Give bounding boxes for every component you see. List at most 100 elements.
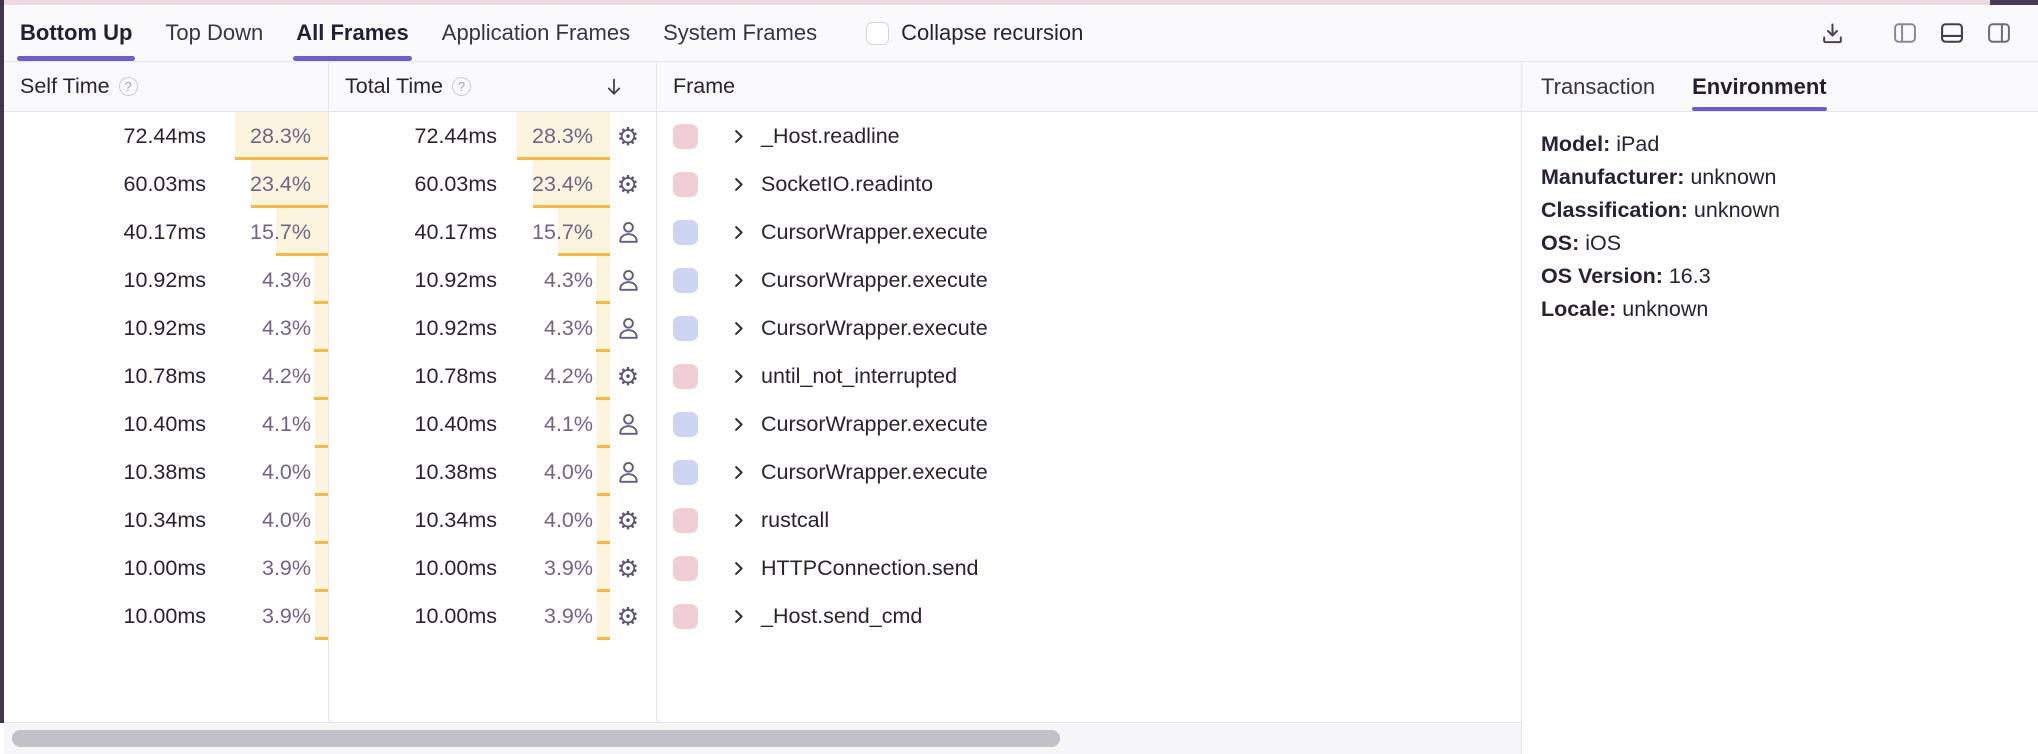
self-time-percent: 15.7% bbox=[250, 219, 311, 244]
detail-tab-transaction[interactable]: Transaction bbox=[1541, 73, 1656, 99]
detail-tab-environment[interactable]: Environment bbox=[1692, 62, 1828, 111]
chevron-right-icon[interactable] bbox=[727, 365, 750, 388]
self-time-cell: 60.03ms 23.4% bbox=[4, 160, 328, 208]
total-time-percent: 15.7% bbox=[532, 219, 593, 244]
chevron-right-icon[interactable] bbox=[727, 605, 750, 628]
self-time-cell: 10.92ms 4.3% bbox=[4, 304, 328, 352]
frame-color-swatch bbox=[673, 411, 698, 437]
total-time-cell: 10.34ms 4.0% ⚙ bbox=[328, 496, 656, 544]
total-time-value: 10.00ms bbox=[414, 555, 497, 580]
panel-bottom-icon[interactable] bbox=[1937, 18, 1967, 48]
detail-field-locale-: Locale: unknown bbox=[1541, 297, 1709, 321]
tab-all-frames[interactable]: All Frames bbox=[293, 5, 412, 61]
chevron-right-icon[interactable] bbox=[727, 413, 750, 436]
help-icon[interactable]: ? bbox=[451, 77, 471, 96]
frame-color-swatch bbox=[673, 315, 698, 341]
person-icon bbox=[607, 256, 649, 304]
table-row[interactable]: 10.40ms 4.1% 10.40ms 4.1% CursorWrapper.… bbox=[4, 400, 1521, 448]
total-time-percent: 4.0% bbox=[543, 459, 593, 484]
total-time-percent-bar bbox=[558, 208, 610, 256]
chevron-right-icon[interactable] bbox=[727, 317, 750, 340]
total-time-value: 10.78ms bbox=[414, 363, 497, 388]
table-row[interactable]: 10.38ms 4.0% 10.38ms 4.0% CursorWrapper.… bbox=[4, 448, 1521, 496]
tab-top-down[interactable]: Top Down bbox=[165, 20, 264, 45]
self-time-value: 10.92ms bbox=[123, 267, 206, 292]
total-time-percent: 4.3% bbox=[543, 315, 593, 340]
table-row[interactable]: 10.34ms 4.0% 10.34ms 4.0% ⚙ rustcall bbox=[4, 496, 1521, 544]
frame-name: CursorWrapper.execute bbox=[761, 267, 988, 292]
self-time-percent: 23.4% bbox=[250, 171, 311, 196]
gear-icon: ⚙ bbox=[616, 121, 640, 151]
chevron-right-icon[interactable] bbox=[727, 557, 750, 580]
chevron-right-icon[interactable] bbox=[727, 269, 750, 292]
panel-right-icon[interactable] bbox=[1984, 18, 2014, 48]
total-time-percent: 4.0% bbox=[543, 507, 593, 532]
self-time-percent: 3.9% bbox=[261, 603, 311, 628]
frame-name: CursorWrapper.execute bbox=[761, 411, 988, 436]
total-time-percent-bar bbox=[597, 592, 610, 640]
self-time-cell: 10.78ms 4.2% bbox=[4, 352, 328, 400]
self-time-percent-bar bbox=[276, 208, 328, 256]
minimap-strip bbox=[0, 0, 2038, 5]
total-time-percent: 4.3% bbox=[543, 267, 593, 292]
total-time-percent-bar bbox=[596, 448, 610, 496]
table-row[interactable]: 72.44ms 28.3% 72.44ms 28.3% ⚙ _Host.read… bbox=[4, 112, 1521, 160]
total-time-cell: 10.92ms 4.3% bbox=[328, 304, 656, 352]
panel-left-icon[interactable] bbox=[1890, 18, 1920, 48]
self-time-cell: 10.38ms 4.0% bbox=[4, 448, 328, 496]
self-time-cell: 40.17ms 15.7% bbox=[4, 208, 328, 256]
table-row[interactable]: 10.00ms 3.9% 10.00ms 3.9% ⚙ _Host.send_c… bbox=[4, 592, 1521, 640]
table-row[interactable]: 40.17ms 15.7% 40.17ms 15.7% CursorWrappe… bbox=[4, 208, 1521, 256]
gear-icon: ⚙ bbox=[616, 553, 640, 583]
chevron-right-icon[interactable] bbox=[727, 125, 750, 148]
frame-name: rustcall bbox=[761, 507, 830, 532]
scrollbar-thumb[interactable] bbox=[12, 730, 1060, 747]
frame-color-swatch bbox=[673, 459, 698, 485]
total-time-cell: 10.40ms 4.1% bbox=[328, 400, 656, 448]
total-time-cell: 60.03ms 23.4% ⚙ bbox=[328, 160, 656, 208]
frame-cell: CursorWrapper.execute bbox=[656, 400, 1521, 448]
self-time-value: 72.44ms bbox=[123, 123, 206, 148]
table-row[interactable]: 60.03ms 23.4% 60.03ms 23.4% ⚙ SocketIO.r… bbox=[4, 160, 1521, 208]
collapse-recursion-checkbox[interactable] bbox=[866, 21, 890, 45]
table-row[interactable]: 10.92ms 4.3% 10.92ms 4.3% CursorWrapper.… bbox=[4, 256, 1521, 304]
chevron-right-icon[interactable] bbox=[727, 221, 750, 244]
frame-name: CursorWrapper.execute bbox=[761, 315, 988, 340]
self-time-header[interactable]: Self Time ? bbox=[4, 74, 328, 99]
horizontal-scrollbar bbox=[4, 722, 1521, 754]
chevron-right-icon[interactable] bbox=[727, 173, 750, 196]
frame-color-swatch bbox=[673, 603, 698, 629]
tab-system-frames[interactable]: System Frames bbox=[663, 20, 818, 45]
main-split: Self Time ? Total Time ? Frame bbox=[4, 62, 2038, 754]
gear-icon: ⚙ bbox=[616, 601, 640, 631]
sort-descending-icon[interactable] bbox=[602, 75, 626, 99]
frame-color-swatch bbox=[673, 555, 698, 581]
total-time-percent: 4.1% bbox=[543, 411, 593, 436]
table-row[interactable]: 10.92ms 4.3% 10.92ms 4.3% CursorWrapper.… bbox=[4, 304, 1521, 352]
total-time-header[interactable]: Total Time ? bbox=[328, 74, 656, 99]
self-time-cell: 10.00ms 3.9% bbox=[4, 544, 328, 592]
total-time-value: 10.92ms bbox=[414, 267, 497, 292]
tab-application-frames[interactable]: Application Frames bbox=[441, 20, 631, 45]
help-icon[interactable]: ? bbox=[118, 77, 138, 96]
chevron-right-icon[interactable] bbox=[727, 461, 750, 484]
table-row[interactable]: 10.78ms 4.2% 10.78ms 4.2% ⚙ until_not_in… bbox=[4, 352, 1521, 400]
frame-name: HTTPConnection.send bbox=[761, 555, 979, 580]
self-time-percent-bar bbox=[315, 592, 328, 640]
frame-cell: rustcall bbox=[656, 496, 1521, 544]
self-time-value: 10.00ms bbox=[123, 555, 206, 580]
frame-cell: until_not_interrupted bbox=[656, 352, 1521, 400]
table-row[interactable]: 10.00ms 3.9% 10.00ms 3.9% ⚙ HTTPConnecti… bbox=[4, 544, 1521, 592]
total-time-percent: 23.4% bbox=[532, 171, 593, 196]
chevron-right-icon[interactable] bbox=[727, 509, 750, 532]
detail-field-model-: Model: iPad bbox=[1541, 132, 1660, 156]
tab-bottom-up[interactable]: Bottom Up bbox=[16, 5, 136, 61]
total-time-percent: 4.2% bbox=[543, 363, 593, 388]
detail-tabs: Transaction Environment bbox=[1522, 62, 2038, 112]
self-time-percent-bar bbox=[314, 496, 328, 544]
collapse-recursion-group: Collapse recursion bbox=[866, 20, 1083, 46]
download-icon[interactable] bbox=[1817, 18, 1847, 48]
total-time-percent-bar bbox=[595, 256, 610, 304]
self-time-percent: 4.0% bbox=[261, 507, 311, 532]
